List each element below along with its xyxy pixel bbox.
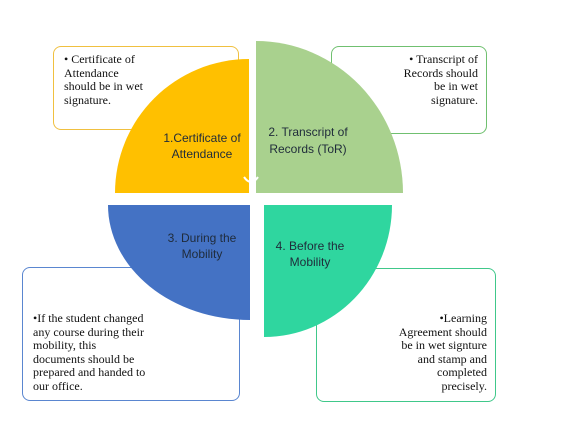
- note-line: signature.: [64, 92, 111, 107]
- quadrant-label: 4. Before the: [276, 239, 345, 253]
- note-line: be in wet: [434, 79, 478, 93]
- note-line: Attendance: [64, 65, 119, 80]
- note-line: Records should: [403, 65, 478, 80]
- quadrant-label: 2. Transcript of: [268, 125, 348, 139]
- quadrant-label: 3. During the: [168, 231, 237, 245]
- quadrant-transcript-of-records: [256, 41, 403, 193]
- quadrant-label: Mobility: [290, 255, 331, 269]
- quadrant-label: 1.Certificate of: [163, 131, 241, 145]
- quadrant-label: Mobility: [182, 247, 223, 261]
- note-line: • Transcript of: [409, 52, 478, 66]
- note-line: precisely.: [441, 378, 487, 393]
- note-line: mobility, this: [33, 338, 97, 352]
- note-line: prepared and handed to: [33, 365, 146, 379]
- quadrant-label: Attendance: [172, 147, 233, 161]
- note-line: our office.: [33, 378, 83, 393]
- quadrant-label: Records (ToR): [269, 142, 346, 156]
- note-line: completed: [437, 365, 487, 379]
- quadrant-during-the-mobility: [108, 205, 250, 320]
- note-line: • Certificate of: [64, 52, 135, 66]
- quadrant-certificate-of-attendance: [115, 59, 249, 193]
- note-line: should be in wet: [64, 79, 143, 93]
- note-line: Agreement should: [398, 324, 487, 339]
- note-line: any course during their: [33, 324, 144, 339]
- note-line: and stamp and: [417, 351, 487, 366]
- quadrant-before-the-mobility: [264, 205, 392, 337]
- note-line: signature.: [431, 92, 478, 107]
- note-line: •Learning: [439, 311, 487, 325]
- arrow-down-icon: [243, 176, 259, 183]
- note-line: be in wet signture: [401, 338, 487, 352]
- note-line: documents should be: [33, 351, 135, 366]
- note-line: •If the student changed: [33, 311, 144, 325]
